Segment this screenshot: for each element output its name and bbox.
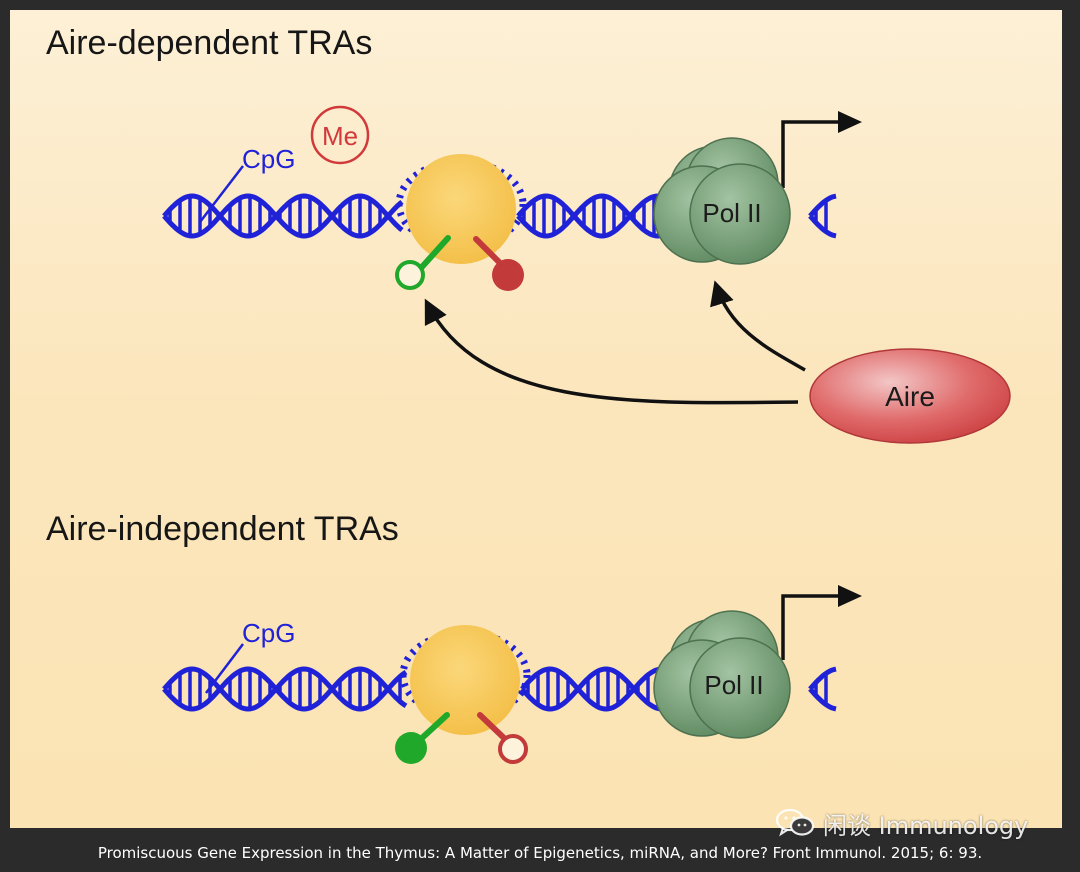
histone-marks-top (395, 235, 524, 291)
wechat-icon (775, 808, 815, 837)
dna-strand (162, 193, 404, 239)
citation-caption: Promiscuous Gene Expression in the Thymu… (97, 844, 983, 862)
repressive-mark-open (498, 734, 528, 764)
dna-strand (808, 193, 837, 218)
watermark-text: 闲谈 Immunology (823, 811, 1029, 840)
dna-strand (162, 666, 408, 712)
transcription-arrow-bottom (838, 585, 862, 607)
pol-ii-label-bottom: Pol II (704, 670, 763, 700)
histone-marks-bottom (395, 712, 528, 764)
aire-regulator: Aire (424, 280, 1011, 444)
methyl-mark: Me (310, 105, 370, 165)
active-mark-open (395, 260, 425, 290)
cpg-label-bottom: CpG (205, 618, 295, 694)
cpg-label-top: CpG (199, 144, 295, 223)
active-mark-filled (395, 732, 427, 764)
heading-aire-independent: Aire-independent TRAs (46, 510, 399, 548)
methyl-label: Me (322, 121, 358, 151)
dna-strand (162, 193, 404, 239)
nucleosome-bottom (399, 625, 531, 735)
dna-helix-bottom (162, 666, 837, 712)
nucleosome-top (395, 154, 527, 264)
arrow-to-pol-ii (710, 280, 806, 372)
arrow-to-nucleosome (424, 298, 799, 405)
cpg-text-bottom: CpG (242, 618, 295, 648)
heading-aire-dependent: Aire-dependent TRAs (46, 24, 373, 62)
transcription-arrow-top (838, 111, 862, 133)
repressive-mark-filled (492, 259, 524, 291)
watermark: 闲谈 Immunology (775, 803, 1065, 843)
pol-ii-bottom: Pol II (653, 585, 862, 739)
epigenetic-diagram: CpG Me Pol II Aire (162, 105, 1011, 764)
pol-ii-top: Pol II (653, 111, 862, 265)
dna-strand (808, 214, 837, 239)
figure-panel: CpG Me Pol II Aire (10, 10, 1062, 828)
dna-strand (808, 687, 837, 712)
dna-strand (808, 666, 837, 691)
cpg-text-top: CpG (242, 144, 295, 174)
pol-ii-label-top: Pol II (702, 198, 761, 228)
aire-label: Aire (885, 381, 935, 412)
dna-strand (162, 666, 408, 712)
